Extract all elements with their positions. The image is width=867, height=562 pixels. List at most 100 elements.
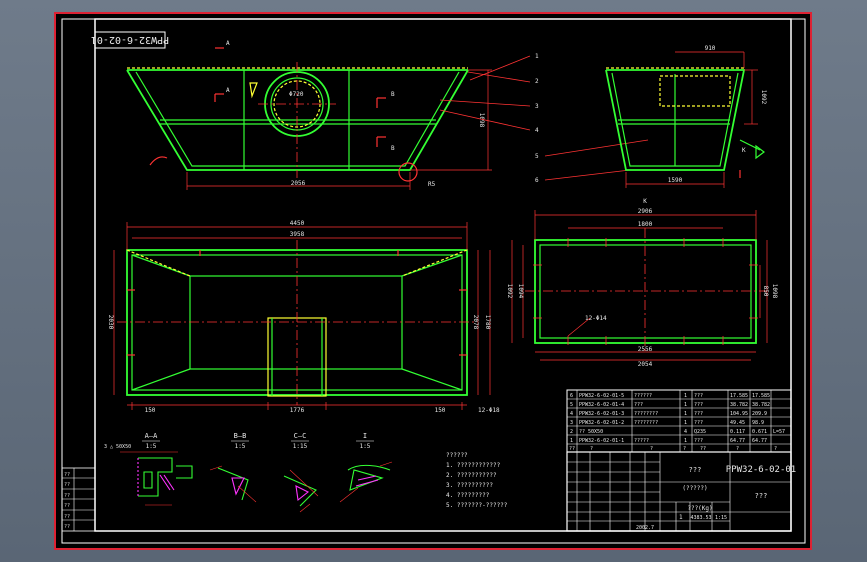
tech-req-5: 5. ???????-??????: [446, 502, 508, 509]
view-k-title: K: [643, 198, 647, 205]
balloon-6: 6: [535, 177, 539, 184]
parts-header-weight: ?: [736, 446, 739, 452]
section-mark-b: B: [391, 91, 395, 98]
dim-plan-margin-left: 150: [145, 407, 156, 414]
parts-cell-qty: 1: [684, 393, 687, 399]
detail-a-label: A—A: [145, 432, 158, 440]
dim-k-bottom-2: 2054: [638, 361, 653, 368]
tech-req-3: 3. ??????????: [446, 482, 493, 489]
plan-hole-note: 12-Φ18: [478, 407, 500, 414]
parts-header-qty: ?: [683, 446, 686, 452]
dim-k-right: 1098: [771, 284, 778, 299]
parts-cell-name: ???: [634, 402, 643, 408]
dim-plan-inner: 3958: [290, 231, 305, 238]
drawing-number-rotated: PPW32-6-02-01: [91, 34, 169, 45]
plan-view: [113, 222, 491, 410]
dim-front-bottom: 2056: [291, 180, 306, 187]
dim-k-left: 1092: [506, 284, 513, 299]
detail-a-scale: 1:5: [146, 443, 157, 450]
parts-header-no: ??: [569, 446, 575, 452]
parts-cell-total: 17.585: [752, 393, 770, 399]
tech-req-title: ??????: [446, 452, 468, 459]
parts-cell-code: PPW32-6-02-01-3: [579, 411, 624, 417]
tech-req-4: 4. ?????????: [446, 492, 490, 499]
detail-drawings: [120, 451, 393, 513]
parts-cell-total: 38.782: [752, 402, 770, 408]
parts-header-material: ??: [700, 446, 706, 452]
section-mark-a: A: [226, 40, 230, 47]
side-view: [605, 51, 765, 188]
dim-plan-right-height: 2078: [472, 315, 479, 330]
parts-cell-material: ???: [694, 402, 703, 408]
title-weight-label: ???(Kg): [687, 505, 712, 512]
parts-cell-total: 64.77: [752, 438, 767, 444]
dim-side-bottom: 1590: [668, 177, 683, 184]
dim-plan-margin-right: 150: [435, 407, 446, 414]
dim-k-right-2: 850: [762, 286, 769, 297]
parts-cell-qty: 1: [684, 438, 687, 444]
parts-cell-material: ???: [694, 411, 703, 417]
parts-cell-material: ???: [694, 420, 703, 426]
parts-cell-total: 209.9: [752, 411, 767, 417]
balloon-3: 3: [535, 103, 539, 110]
k-view: [511, 210, 768, 361]
detail-c-label: C—C: [294, 432, 307, 440]
title-material: (?????): [682, 485, 707, 492]
parts-cell-material: ???: [694, 393, 703, 399]
dim-plan-left-height: 2030: [107, 315, 114, 330]
leader-numbers: 1 2 3 4 5 6: [535, 53, 539, 184]
detail-b-label: B—B: [234, 432, 247, 440]
balloon-4: 4: [535, 127, 539, 134]
parts-cell-unit: 17.585: [730, 393, 748, 399]
parts-cell-material: Q235: [694, 429, 706, 435]
dim-k-bottom: 2556: [638, 346, 653, 353]
parts-cell-unit: 64.77: [730, 438, 745, 444]
dim-k-inner: 1800: [638, 221, 653, 228]
parts-cell-qty: 4: [684, 429, 687, 435]
parts-cell-name: ????????: [634, 411, 658, 417]
parts-cell-unit: 49.45: [730, 420, 745, 426]
title-drawing-number: PPW32-6-02-01: [726, 465, 796, 475]
k-view-labels: K 2906 1800 2556 2054 1092 1094 1098 850…: [506, 198, 778, 368]
revision-row-6: ??: [64, 524, 70, 530]
detail-callout-i: R5: [428, 181, 436, 188]
detail-i-scale: 1:5: [360, 443, 371, 450]
detail-b-scale: 1:5: [235, 443, 246, 450]
parts-cell-name: ?????: [634, 438, 649, 444]
dim-plan-sub-height: 1780: [484, 315, 491, 330]
parts-cell-name: ????????: [634, 420, 658, 426]
title-name: ???: [689, 466, 702, 474]
parts-cell-unit: 38.782: [730, 402, 748, 408]
parts-cell-total: 0.671: [752, 429, 767, 435]
detail-c-scale: 1:15: [293, 443, 308, 450]
title-sheet: 1: [679, 514, 683, 521]
dim-plan-outer: 4450: [290, 220, 305, 227]
dim-hole: Φ720: [289, 91, 304, 98]
section-mark-b-2: B: [391, 145, 395, 152]
revision-column: ?? ?? ?? ?? ?? ??: [61, 467, 96, 532]
parts-cell-unit: 0.117: [730, 429, 745, 435]
title-block: ??? (?????) PPW32-6-02-01 ??? ???(Kg) 1 …: [566, 451, 796, 532]
dim-k-left-2: 1094: [517, 284, 524, 299]
tech-req-2: 2. ???????????: [446, 472, 497, 479]
balloon-1: 1: [535, 53, 539, 60]
revision-row-1: ??: [64, 472, 70, 478]
revision-row-5: ??: [64, 514, 70, 520]
dim-front-height: 1098: [478, 113, 485, 128]
parts-cell-no: 2: [570, 429, 573, 435]
parts-cell-no: 5: [570, 402, 573, 408]
front-view-labels: 2056 1098 Φ720 A A B B R5: [226, 40, 485, 188]
dim-side-top: 910: [705, 45, 716, 52]
parts-header-row: ?? ? ? ? ?? ? ?: [569, 446, 777, 452]
weld-note: 3 △ 50X50: [104, 444, 131, 450]
tech-req-1: 1. ????????????: [446, 462, 501, 469]
parts-cell-remark: L=57: [773, 429, 785, 435]
detail-labels: A—A 1:5 B—B 1:5 C—C 1:15 I 1:5 3 △ 50X50: [104, 432, 374, 450]
side-view-labels: 910 1590 1092 K: [668, 45, 767, 184]
